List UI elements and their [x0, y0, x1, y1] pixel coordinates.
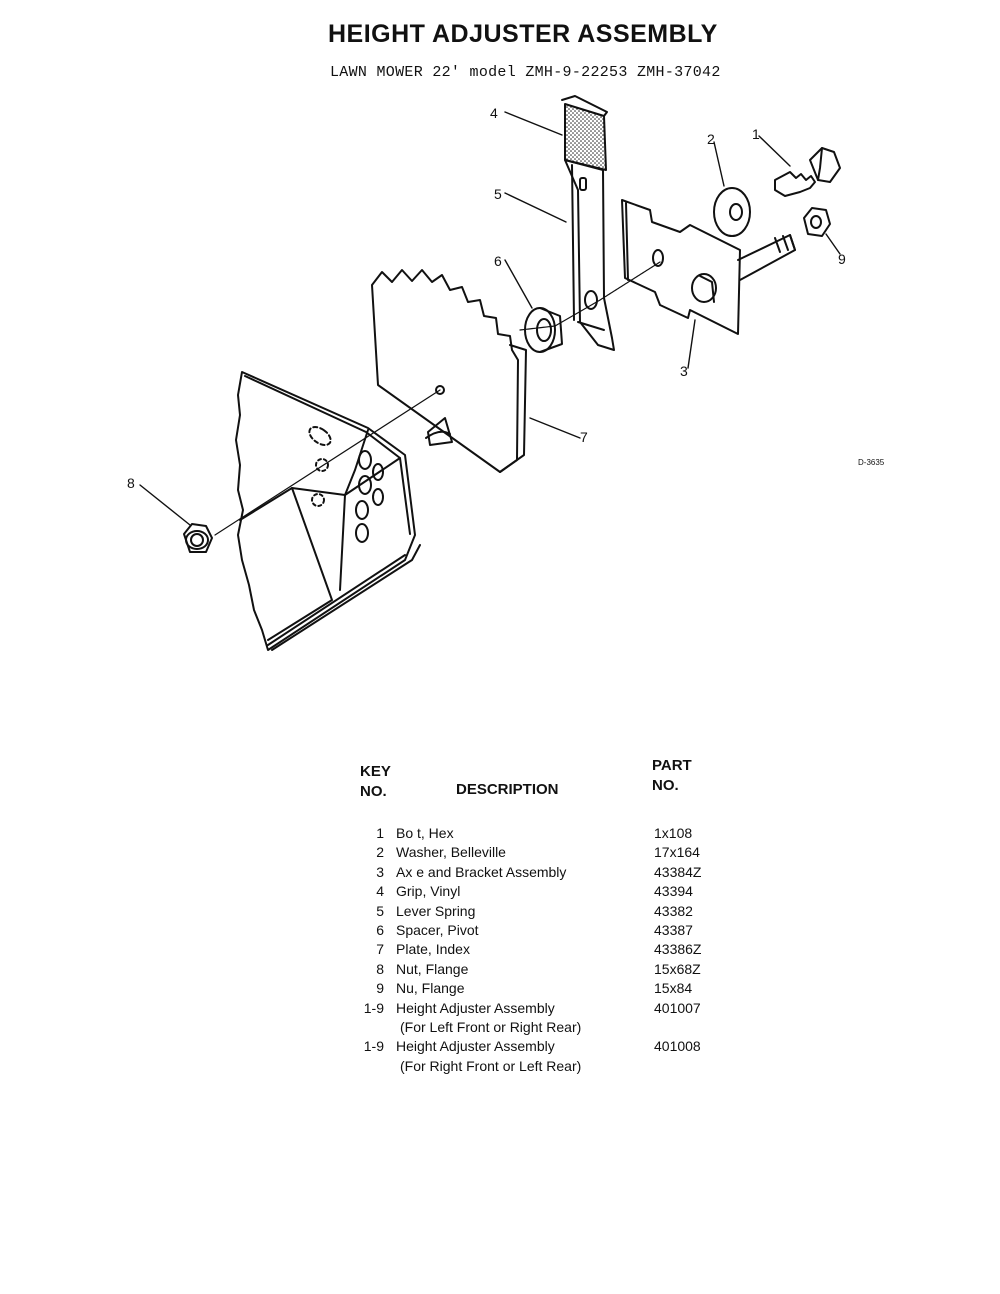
part-description: Plate, Index	[396, 941, 470, 958]
part-number: 43387	[654, 921, 693, 938]
callout-5: 5	[494, 186, 502, 202]
part-number: 17x164	[654, 844, 700, 861]
key-number: 4	[376, 883, 384, 900]
table-row: 5 Lever Spring 43382	[352, 902, 772, 921]
key-number: 6	[376, 921, 384, 938]
key-number: 9	[376, 980, 384, 997]
description-header: DESCRIPTION	[456, 781, 559, 798]
callout-3: 3	[680, 363, 688, 379]
table-row: 9 Nu, Flange 15x84	[352, 979, 772, 998]
key-header: KEY NO.	[360, 763, 391, 800]
part-number: 1x108	[654, 825, 693, 841]
part-description: Bo t, Hex	[396, 825, 454, 841]
drawing-code: D-3635	[858, 458, 885, 467]
callout-9: 9	[838, 251, 846, 267]
table-row: 4 Grip, Vinyl 43394	[352, 882, 772, 901]
part-description: Ax e and Bracket Assembly	[396, 863, 567, 880]
key-number: 3	[376, 863, 384, 880]
table-row: 7 Plate, Index 43386Z	[352, 940, 772, 959]
key-number: 1	[376, 825, 384, 841]
key-number: 5	[376, 902, 384, 919]
callout-4: 4	[490, 105, 498, 121]
part-description: Grip, Vinyl	[396, 883, 461, 900]
part-number: 401008	[654, 1038, 701, 1055]
part-description: Height Adjuster Assembly	[396, 1038, 555, 1055]
part-description: Washer, Belleville	[396, 844, 506, 861]
table-row: 8 Nut, Flange 15x68Z	[352, 960, 772, 979]
part-number: 43382	[654, 902, 693, 919]
table-row: 1-9 Height Adjuster Assembly 401008	[352, 1037, 772, 1056]
key-number: 1-9	[363, 999, 384, 1016]
pivot-spacer-drawing	[524, 307, 563, 353]
vinyl-grip-drawing	[561, 95, 608, 171]
lever-spring-drawing	[564, 159, 615, 351]
table-row: 6 Spacer, Pivot 43387	[352, 921, 772, 940]
wheel-housing-drawing	[235, 371, 421, 651]
table-row: 1 Bo t, Hex 1x108	[352, 824, 772, 843]
axle-bracket-drawing	[621, 199, 796, 335]
table-row: 1-9 Height Adjuster Assembly 401007	[352, 999, 772, 1018]
hex-bolt-drawing	[774, 147, 841, 197]
callout-1: 1	[752, 126, 760, 142]
key-number: 7	[376, 941, 384, 958]
part-description: Lever Spring	[396, 902, 476, 919]
callout-6: 6	[494, 253, 502, 269]
flange-nut-9-drawing	[803, 207, 831, 237]
part-number: 43386Z	[654, 941, 702, 958]
part-number: 43394	[654, 883, 693, 900]
callout-2: 2	[707, 131, 715, 147]
callout-8: 8	[127, 475, 135, 491]
flange-nut-8-drawing	[183, 523, 213, 553]
exploded-view-diagram: 1 2 3 4 5 6 7 8 9 D-3635	[127, 95, 885, 651]
part-number: 15x68Z	[654, 960, 701, 977]
belleville-washer-drawing	[713, 187, 751, 237]
key-number: 8	[376, 960, 384, 977]
key-number: 2	[376, 844, 384, 861]
key-number: 1-9	[363, 1038, 384, 1055]
parts-rows: 1 Bo t, Hex 1x108 2 Washer, Belleville 17x164…	[352, 824, 772, 1076]
table-row: (For Right Front or Left Rear)	[352, 1057, 772, 1076]
table-row: 3 Ax e and Bracket Assembly 43384Z	[352, 863, 772, 882]
index-plate-drawing	[371, 269, 527, 473]
part-number: 401007	[654, 999, 701, 1016]
part-number-header: PART NO.	[652, 757, 692, 794]
model-subtitle: LAWN MOWER 22' model ZMH-9-22253 ZMH-370…	[330, 64, 721, 81]
part-description: Spacer, Pivot	[396, 921, 479, 938]
part-number: 15x84	[654, 980, 693, 997]
callout-7: 7	[580, 429, 588, 445]
page-title: HEIGHT ADJUSTER ASSEMBLY	[328, 20, 718, 48]
part-description: (For Right Front or Left Rear)	[400, 1057, 582, 1074]
table-row: (For Left Front or Right Rear)	[352, 1018, 772, 1037]
part-description: Nut, Flange	[396, 960, 469, 977]
part-description: Nu, Flange	[396, 980, 465, 997]
table-row: 2 Washer, Belleville 17x164	[352, 843, 772, 862]
leader-lines	[139, 111, 841, 526]
part-number: 43384Z	[654, 863, 702, 880]
part-description: (For Left Front or Right Rear)	[400, 1018, 582, 1035]
part-description: Height Adjuster Assembly	[396, 999, 555, 1016]
